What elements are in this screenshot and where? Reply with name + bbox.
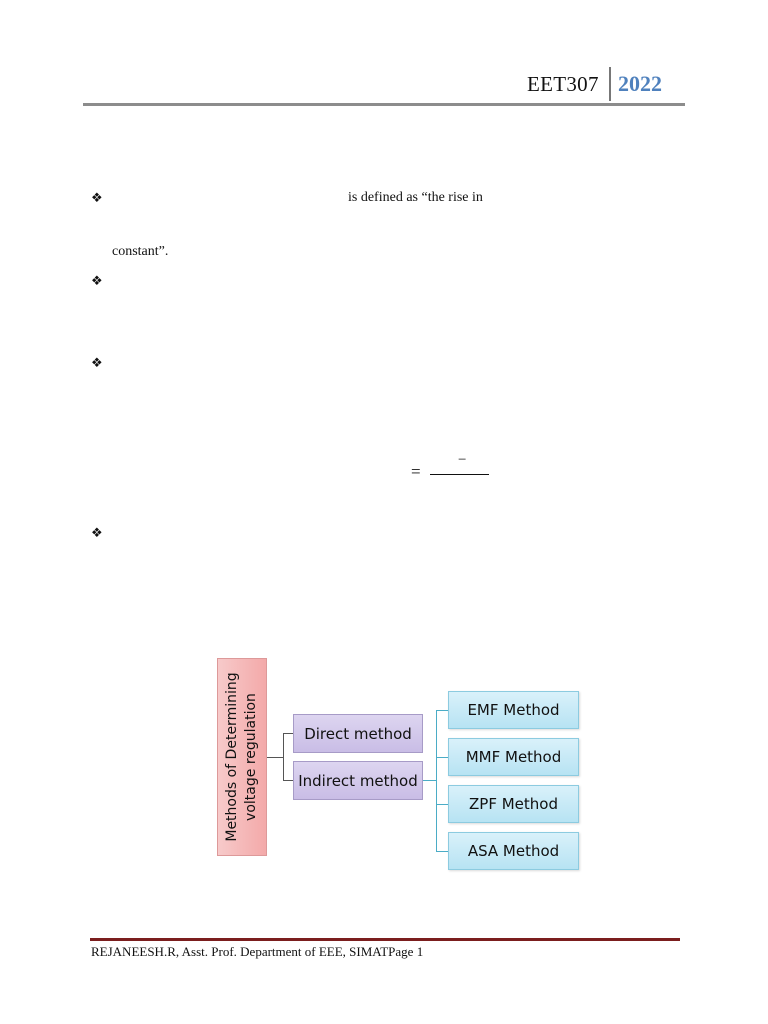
body-text-line-2: constant”. (112, 244, 169, 259)
diagram-root-label: Methods of Determining voltage regulatio… (224, 672, 259, 842)
body-text-line-1: is defined as “the rise in (348, 190, 483, 205)
footer-rule (90, 938, 680, 941)
connector-line (283, 733, 284, 781)
course-code: EET307 (527, 72, 599, 96)
connector-line (283, 780, 293, 781)
fraction-numerator-minus: − (458, 452, 467, 468)
zpf-method-box: ZPF Method (448, 785, 579, 823)
connector-line (436, 757, 448, 758)
bullet-icon: ❖ (91, 525, 103, 540)
indirect-method-box: Indirect method (293, 761, 423, 800)
header-rule (83, 103, 685, 106)
connector-line (436, 710, 448, 711)
connector-line (283, 733, 293, 734)
diagram-root-box: Methods of Determining voltage regulatio… (217, 658, 267, 856)
footer-text: REJANEESH.R, Asst. Prof. Department of E… (91, 944, 424, 959)
connector-line (423, 780, 436, 781)
fraction-bar (430, 474, 489, 475)
header-separator (609, 67, 611, 101)
equals-sign: = (411, 462, 421, 481)
header-year: 2022 (618, 71, 662, 96)
mmf-method-box: MMF Method (448, 738, 579, 776)
connector-line (436, 710, 437, 851)
bullet-icon: ❖ (91, 190, 103, 205)
emf-method-box: EMF Method (448, 691, 579, 729)
connector-line (436, 804, 448, 805)
connector-line (267, 757, 283, 758)
bullet-icon: ❖ (91, 355, 103, 370)
direct-method-box: Direct method (293, 714, 423, 753)
bullet-icon: ❖ (91, 273, 103, 288)
asa-method-box: ASA Method (448, 832, 579, 870)
connector-line (436, 851, 448, 852)
